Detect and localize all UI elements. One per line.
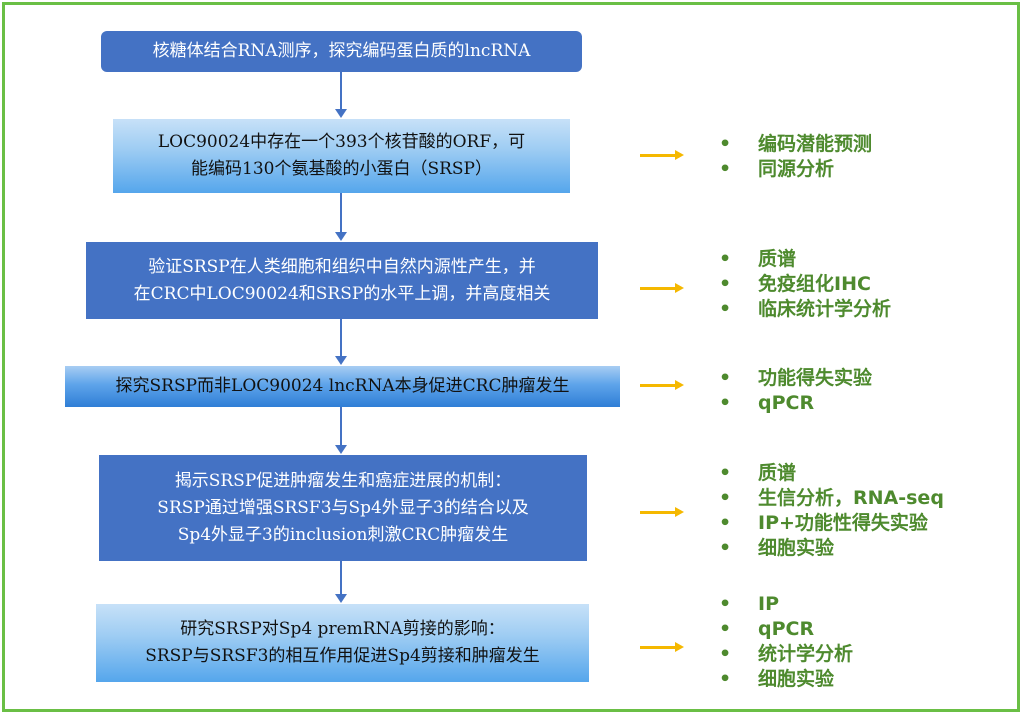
bullet-icon: • [719,512,732,534]
method-item-label: 同源分析 [758,158,835,180]
method-item-label: 编码潜能预测 [758,133,873,155]
step-5-line-1: 揭示SRSP促进肿瘤发生和癌症进展的机制： [174,470,512,491]
flow-arrow-3 [340,319,342,357]
method-item: • 生信分析，RNA-seq [716,486,944,511]
bullet-icon: • [719,643,732,665]
step-2-line-1: LOC90024中存在一个393个核苷酸的ORF，可 [157,132,526,152]
step-5-line-3: Sp4外显子3的inclusion刺激CRC肿瘤发生 [177,524,509,545]
method-arrow-2 [640,283,684,293]
step-5-line-2: SRSP通过增强SRSF3与Sp4外显子3的结合以及 [157,497,529,518]
step-1-line-1: 核糖体结合RNA测序，探究编码蛋白质的lncRNA [152,41,531,61]
method-item: • qPCR [716,391,872,416]
flow-arrowhead-5 [335,594,347,603]
flow-arrowhead-4 [335,445,347,454]
bullet-icon: • [719,158,732,180]
method-item: • 编码潜能预测 [716,132,872,157]
method-item: • 统计学分析 [716,642,853,667]
method-list-2: • 质谱 • 免疫组化IHC • 临床统计学分析 [716,247,891,322]
method-item-label: 细胞实验 [758,668,835,690]
method-item: • 临床统计学分析 [716,297,891,322]
method-item-label: 生信分析，RNA-seq [758,487,944,509]
flow-arrow-2 [340,193,342,233]
method-item-label: 免疫组化IHC [758,273,871,295]
method-item: • 功能得失实验 [716,366,872,391]
method-item-label: 细胞实验 [758,537,835,559]
flow-arrowhead-1 [335,109,347,118]
method-item: • 细胞实验 [716,536,944,561]
method-item-label: 统计学分析 [758,643,854,665]
method-item: • IP [716,592,853,617]
method-item-label: qPCR [758,618,815,640]
method-item-label: qPCR [758,392,815,414]
bullet-icon: • [719,537,732,559]
method-item: • 同源分析 [716,157,872,182]
bullet-icon: • [719,487,732,509]
method-item: • qPCR [716,617,853,642]
bullet-icon: • [719,618,732,640]
method-list-5: • IP • qPCR • 统计学分析 • 细胞实验 [716,592,853,692]
method-item: • 免疫组化IHC [716,272,891,297]
method-item-label: IP [758,593,779,615]
step-1-box: 核糖体结合RNA测序，探究编码蛋白质的lncRNA [101,31,582,72]
method-arrow-5 [640,642,684,652]
bullet-icon: • [719,668,732,690]
method-list-4: • 质谱 • 生信分析，RNA-seq • IP+功能性得失实验 • 细胞实验 [716,461,944,561]
step-2-line-2: 能编码130个氨基酸的小蛋白（SRSP） [191,159,492,179]
method-list-3: • 功能得失实验 • qPCR [716,366,872,416]
step-2-box: LOC90024中存在一个393个核苷酸的ORF，可 能编码130个氨基酸的小蛋… [113,119,570,193]
method-arrow-3 [640,380,684,390]
step-6-line-1: 研究SRSP对Sp4 premRNA剪接的影响： [180,619,505,639]
bullet-icon: • [719,273,732,295]
flow-arrow-5 [340,561,342,595]
step-6-box: 研究SRSP对Sp4 premRNA剪接的影响： SRSP与SRSF3的相互作用… [96,604,589,682]
method-item-label: 功能得失实验 [758,367,873,389]
step-6-line-2: SRSP与SRSF3的相互作用促进Sp4剪接和肿瘤发生 [145,646,540,666]
step-3-line-2: 在CRC中LOC90024和SRSP的水平上调，并高度相关 [133,283,551,304]
flow-arrow-4 [340,407,342,446]
method-arrow-1 [640,150,684,160]
method-item: • IP+功能性得失实验 [716,511,944,536]
bullet-icon: • [719,298,732,320]
method-item: • 质谱 [716,247,891,272]
bullet-icon: • [719,133,732,155]
method-item-label: 质谱 [758,462,797,484]
step-3-box: 验证SRSP在人类细胞和组织中自然内源性产生，并 在CRC中LOC90024和S… [86,242,598,319]
flow-arrowhead-3 [335,356,347,365]
bullet-icon: • [719,593,732,615]
diagram-frame [2,2,1020,712]
step-4-box: 探究SRSP而非LOC90024 lncRNA本身促进CRC肿瘤发生 [65,366,620,407]
bullet-icon: • [719,248,732,270]
step-5-box: 揭示SRSP促进肿瘤发生和癌症进展的机制： SRSP通过增强SRSF3与Sp4外… [99,455,587,561]
method-arrow-4 [640,507,684,517]
step-4-line-1: 探究SRSP而非LOC90024 lncRNA本身促进CRC肿瘤发生 [115,376,570,396]
bullet-icon: • [719,462,732,484]
method-item-label: 质谱 [758,248,797,270]
flow-arrowhead-2 [335,232,347,241]
method-item-label: 临床统计学分析 [758,298,892,320]
bullet-icon: • [719,367,732,389]
flow-arrow-1 [340,72,342,110]
bullet-icon: • [719,392,732,414]
method-item-label: IP+功能性得失实验 [758,512,928,534]
step-3-line-1: 验证SRSP在人类细胞和组织中自然内源性产生，并 [148,256,536,277]
method-item: • 细胞实验 [716,667,853,692]
method-item: • 质谱 [716,461,944,486]
method-list-1: • 编码潜能预测 • 同源分析 [716,132,872,182]
